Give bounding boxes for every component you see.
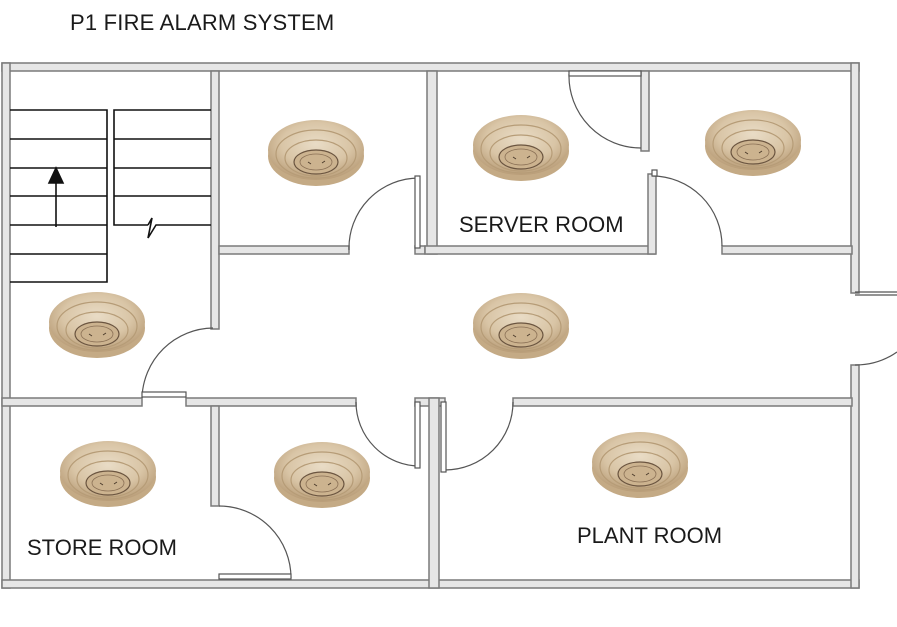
door-plant [440,401,514,473]
doors [141,70,897,580]
door-server [568,70,642,149]
smoke-detector-icon [273,441,371,509]
wall-outer-left [1,62,11,589]
server-room-label: SERVER ROOM [459,212,624,237]
door-room3 [651,169,723,247]
smoke-detector-icon [48,291,146,359]
wall-corridor-bottom-right [512,397,853,407]
smoke-detector-icon [472,292,570,360]
wall-server-room3-lower [647,173,657,255]
door-room1 [348,175,421,251]
wall-outer-right-upper [850,62,860,294]
staircase [10,109,211,283]
store-room-label: STORE ROOM [27,535,177,560]
plant-room-label: PLANT ROOM [577,523,723,548]
wall-room3-bottom [721,245,853,255]
smoke-detector-icon [59,440,157,508]
door-exit [854,291,897,366]
wall-corridor-bottom-mid [185,397,357,407]
wall-server-room3-upper [640,70,650,152]
wall-room1-server-divider [426,70,438,255]
wall-corridor-bottom-left [1,397,143,407]
plan-title: P1 FIRE ALARM SYSTEM [70,10,335,35]
door-stair [141,327,214,399]
wall-room1-bottom-left [218,245,350,255]
wall-server-bottom [424,245,656,255]
smoke-detector-icon [472,114,570,182]
smoke-detector-icon [267,119,365,187]
wall-stair-divider [210,70,220,330]
wall-room5-plant-divider [428,397,440,589]
up-arrow-icon [47,166,65,227]
smoke-detector-icon [704,109,802,177]
walls [1,62,860,589]
wall-outer-top [1,62,860,72]
door-store [218,505,292,580]
wall-store-room5-divider [210,405,220,507]
door-room5 [355,401,421,469]
smoke-detector-icon [591,431,689,499]
smoke-detectors [48,109,802,509]
